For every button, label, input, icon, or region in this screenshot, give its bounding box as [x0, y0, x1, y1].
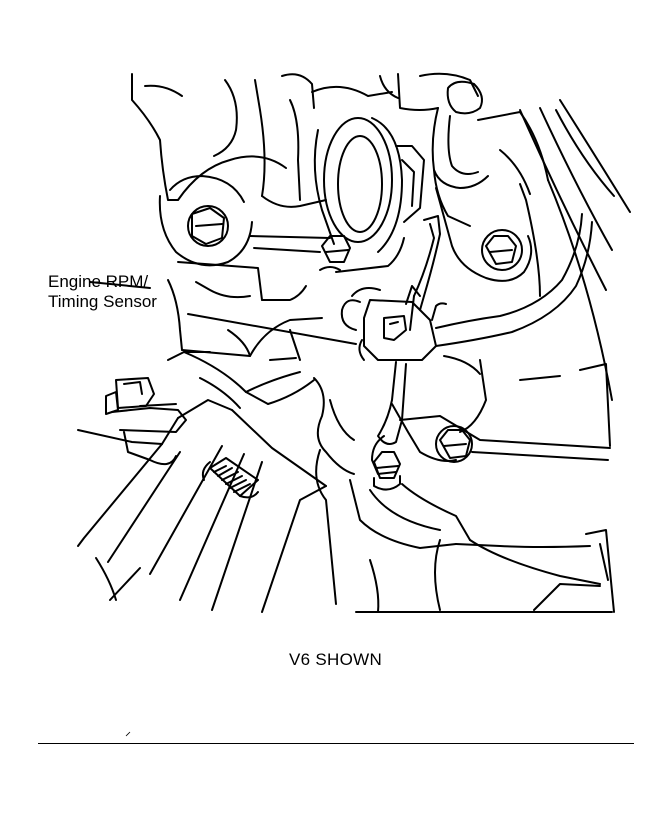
left-bracket — [77, 351, 315, 466]
callout-line-2: Timing Sensor — [48, 292, 157, 311]
bottom-rule — [38, 743, 634, 744]
diagonal-link — [77, 399, 327, 613]
figure-caption: V6 SHOWN — [288, 650, 383, 669]
timing-cover — [379, 72, 549, 297]
bolt-mount — [435, 425, 473, 463]
callout-leader — [187, 313, 357, 345]
bolt-bore — [321, 235, 351, 263]
engine-block — [89, 73, 331, 357]
sensor-wire — [435, 213, 593, 347]
bolt-right — [481, 229, 523, 271]
bolt-lower — [373, 451, 401, 491]
lower-casing — [313, 377, 615, 613]
sensor-callout-label: Engine RPM/ Timing Sensor — [48, 272, 157, 312]
lower-mount — [391, 355, 611, 462]
callout-line-1: Engine RPM/ — [48, 272, 149, 291]
bore-housing — [311, 85, 425, 273]
stray-mark — [125, 731, 131, 737]
crankcase-lines — [195, 281, 307, 361]
threaded-stud — [201, 457, 259, 499]
bolt-upper-left — [187, 205, 229, 247]
rpm-timing-sensor — [340, 285, 447, 361]
sensor-bracket — [371, 215, 441, 475]
